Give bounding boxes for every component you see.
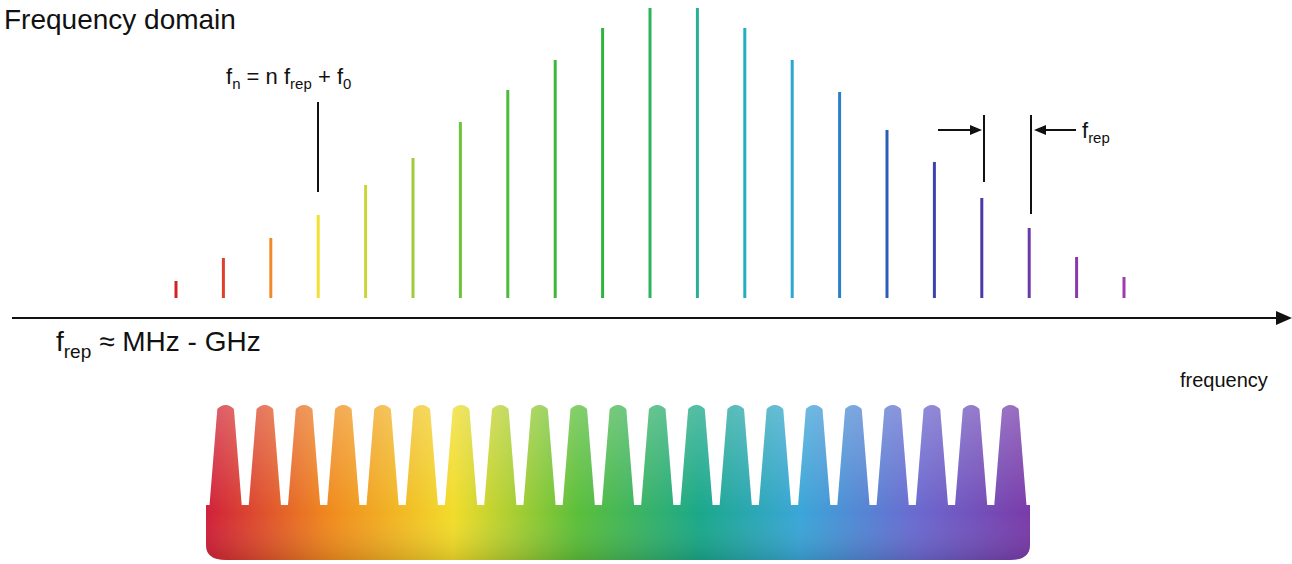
spacing-arrowhead — [1034, 125, 1046, 135]
leader-line — [317, 102, 319, 192]
comb-line — [743, 28, 746, 298]
comb-line — [980, 198, 983, 298]
subscript-text: n — [232, 77, 240, 92]
comb-line — [317, 215, 320, 298]
comb-line — [649, 8, 652, 298]
comb-line — [506, 90, 509, 298]
comb-formula: fn= nfrep+f0 — [226, 66, 351, 92]
comb-line — [222, 258, 225, 298]
comb-line — [364, 185, 367, 298]
comb-line — [412, 158, 415, 298]
comb-lines — [176, 8, 1124, 298]
comb-line — [601, 28, 604, 298]
comb-line — [933, 162, 936, 298]
spacing-marker — [1030, 115, 1032, 214]
rep-rate-note: frep ≈ MHz - GHz — [56, 328, 261, 361]
comb-line — [696, 8, 699, 298]
label-text: = n — [247, 66, 278, 88]
label-text: + — [318, 66, 331, 88]
comb-line — [269, 238, 272, 298]
subscript-text: rep — [290, 77, 312, 92]
comb-line — [1075, 257, 1078, 298]
comb-line — [554, 60, 557, 298]
spacing-arrowhead — [970, 125, 982, 135]
label-text: f — [1082, 120, 1088, 142]
spacing-label: frep — [1082, 120, 1110, 146]
rainbow-comb — [206, 405, 1030, 560]
comb-line — [459, 122, 462, 298]
comb-body — [206, 405, 1030, 560]
axis-label: frequency — [1180, 370, 1268, 390]
label-text: ≈ MHz - GHz — [99, 328, 261, 356]
comb-line — [1123, 277, 1126, 298]
heading: Frequency domain — [4, 6, 236, 34]
label-text: f — [56, 328, 64, 356]
label-text: f — [226, 66, 232, 88]
comb-line — [175, 281, 178, 298]
subscript-text: rep — [1088, 131, 1110, 146]
comb-line — [791, 60, 794, 298]
label-text: f — [284, 66, 290, 88]
spacing-arrow — [1045, 129, 1076, 131]
axis-arrowhead — [1276, 311, 1292, 325]
spacing-arrow — [938, 129, 972, 131]
comb-line — [1028, 228, 1031, 298]
frequency-axis — [12, 317, 1280, 319]
comb-body — [206, 405, 1030, 560]
subscript-text: 0 — [343, 77, 351, 92]
heading-text: Frequency domain — [4, 6, 236, 34]
comb-line — [838, 92, 841, 298]
label-text: f — [337, 66, 343, 88]
label-text: frequency — [1180, 370, 1268, 390]
comb-line — [886, 130, 889, 298]
spacing-marker — [983, 115, 985, 182]
subscript-text: rep — [64, 342, 92, 361]
